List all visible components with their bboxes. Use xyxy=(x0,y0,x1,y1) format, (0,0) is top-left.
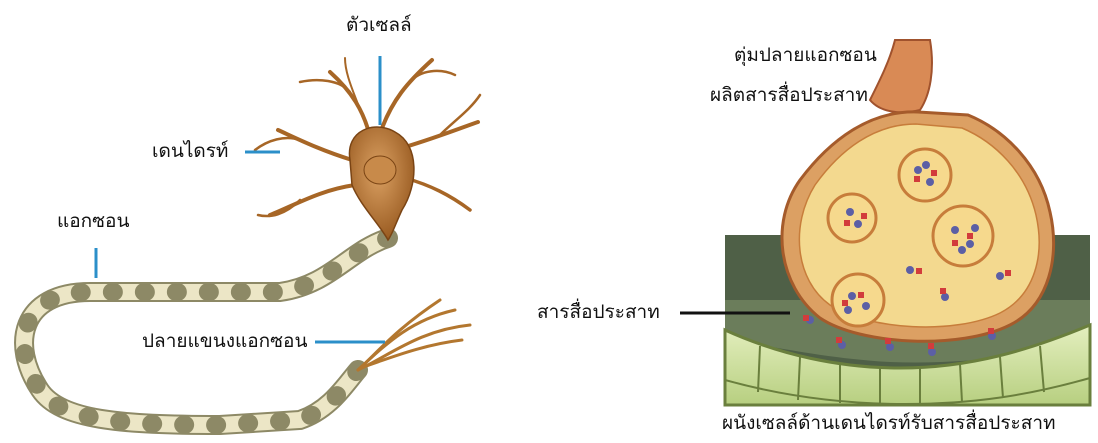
axon-terminal-label: ปลายแขนงแอกซอน xyxy=(142,332,307,351)
axon-terminal-bulb-label-line1: ตุ่มปลายแอกซอน xyxy=(734,46,877,65)
dendrite-label: เดนไดรท์ xyxy=(152,142,228,161)
axon-label: แอกซอน xyxy=(57,212,129,231)
axon-terminal-bulb-label-line2: ผลิตสารสื่อประสาท xyxy=(710,86,868,105)
postsynaptic-membrane-label: ผนังเซลล์ด้านเดนไดรท์รับสารสื่อประสาท xyxy=(722,414,1056,433)
nucleus xyxy=(364,156,396,184)
neuron xyxy=(24,58,480,425)
neurotransmitter-label: สารสื่อประสาท xyxy=(537,303,660,322)
axon-terminal-branches xyxy=(358,300,470,370)
cell-body-label: ตัวเซลล์ xyxy=(346,16,412,35)
